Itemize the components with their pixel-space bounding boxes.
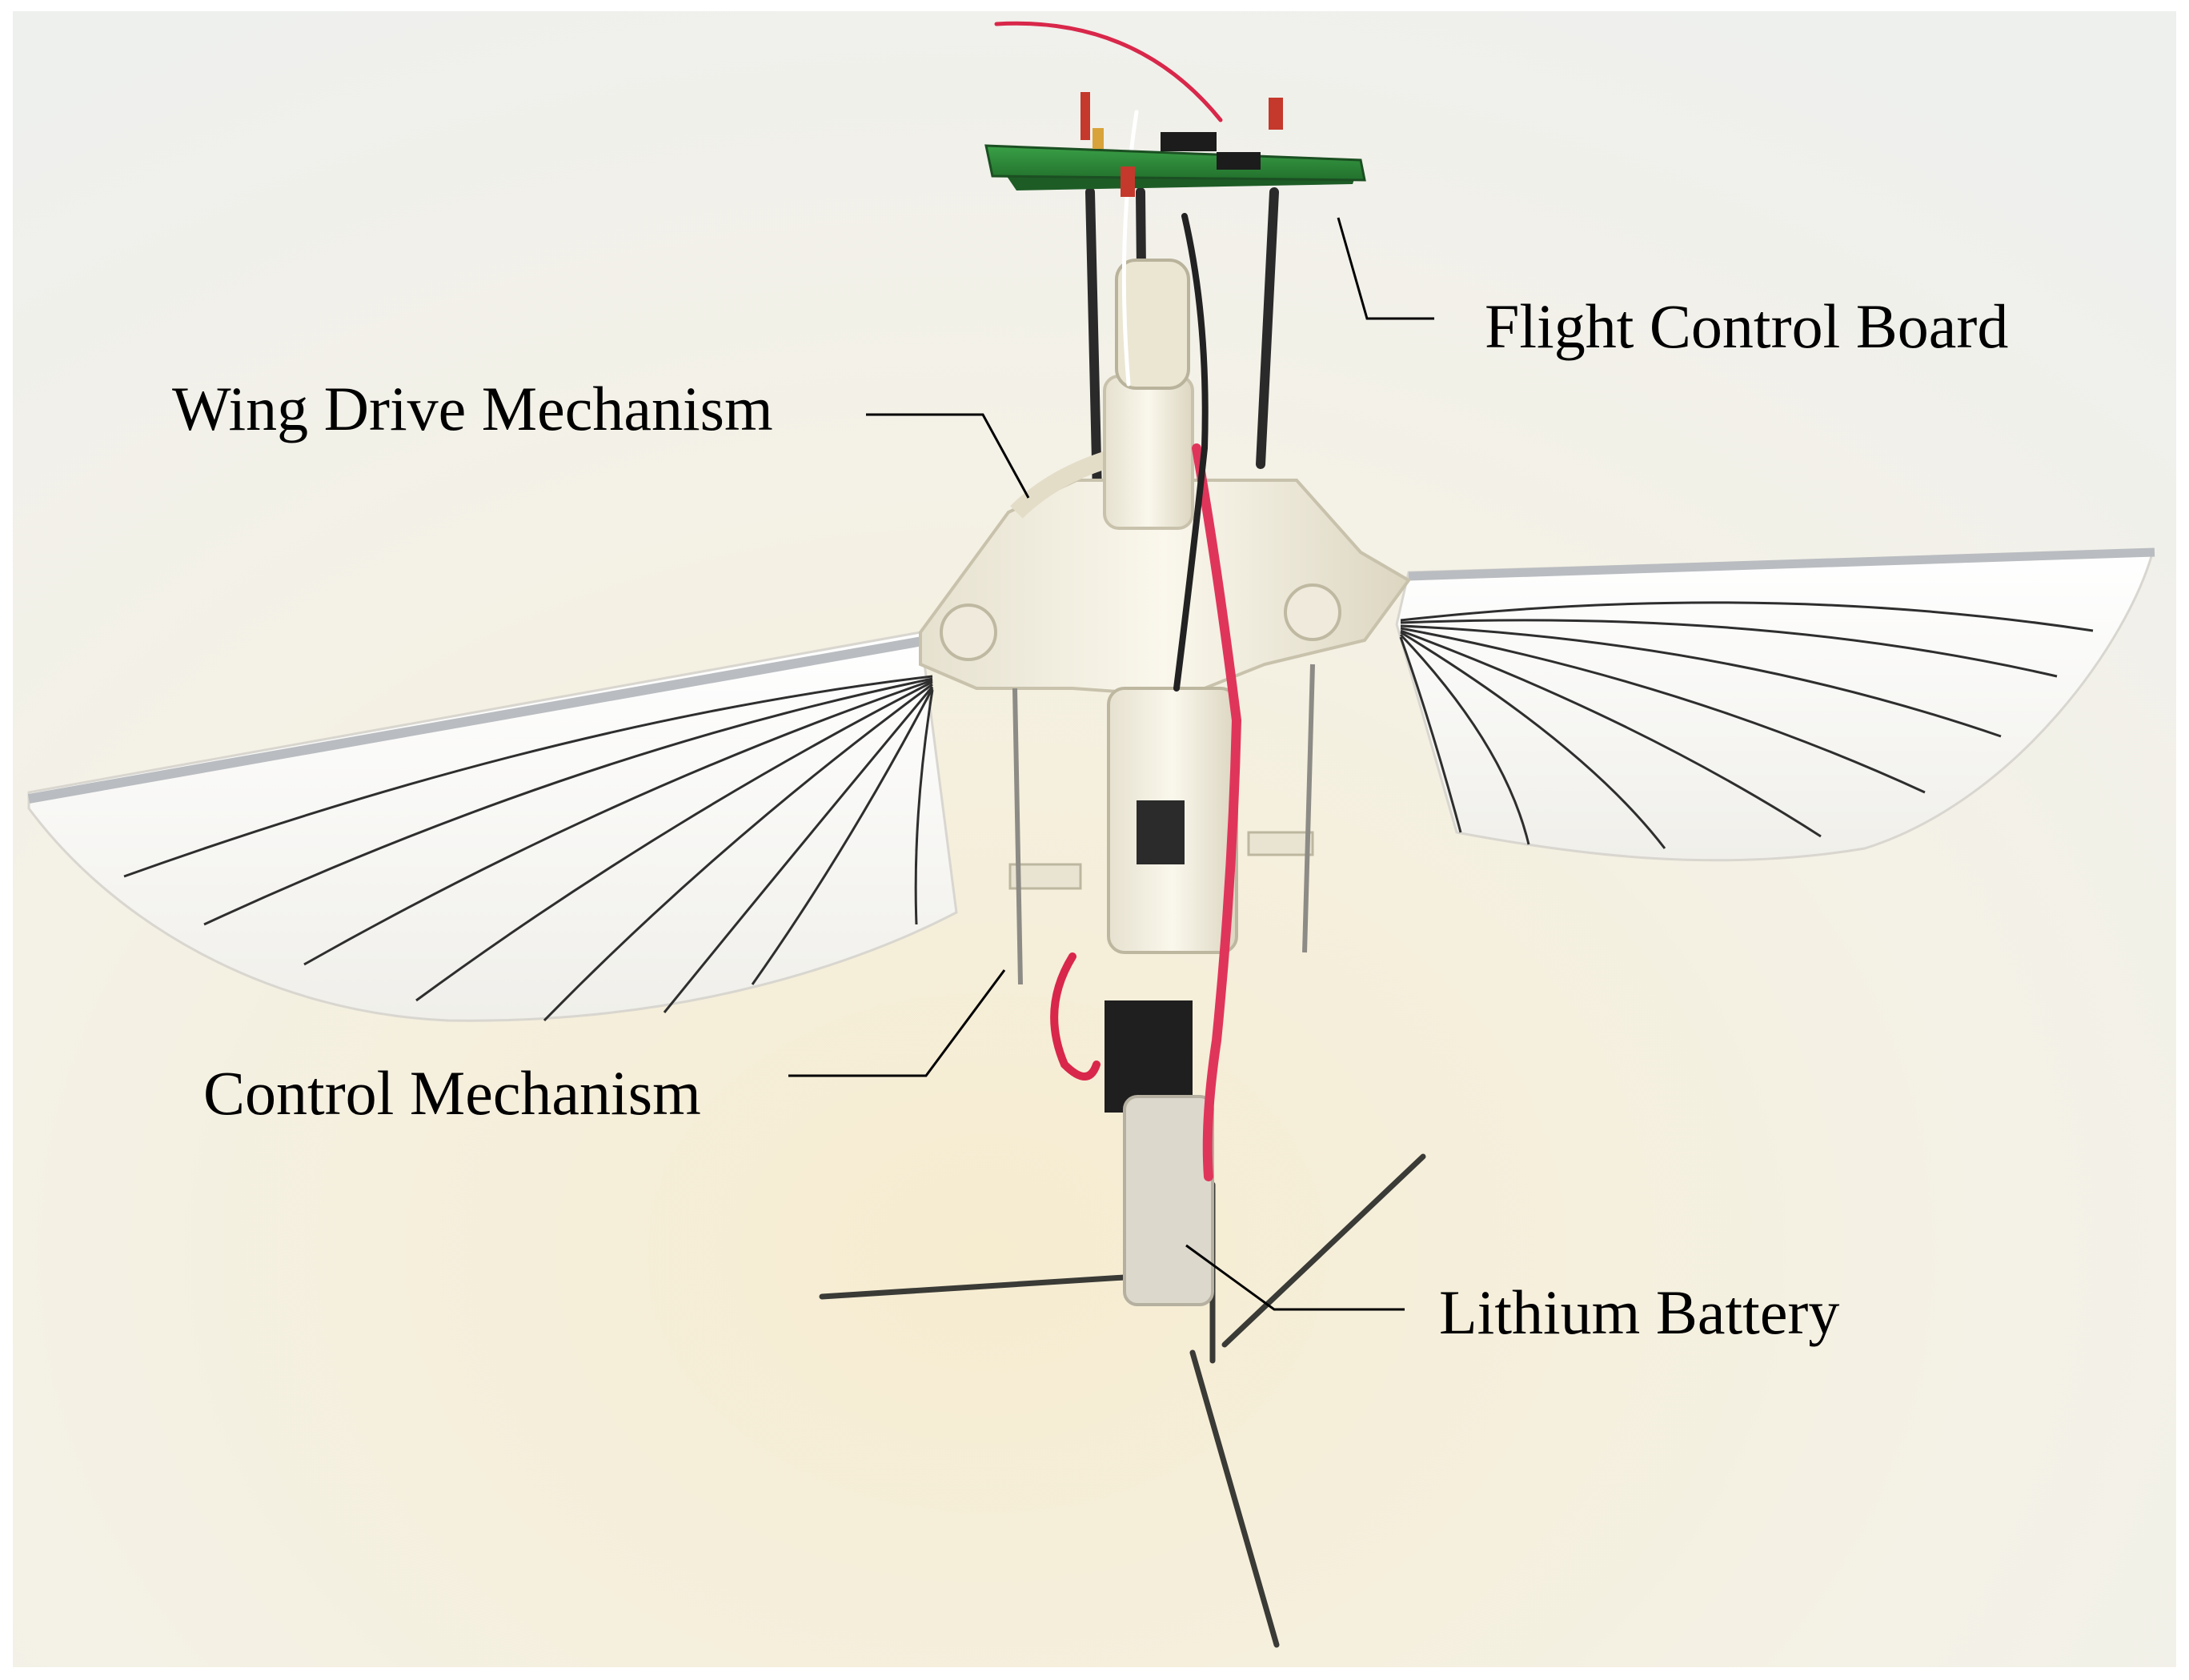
label-flight-control-board: Flight Control Board: [1485, 291, 2009, 361]
right-wing: [1395, 547, 2155, 862]
leader-flight-control: [1337, 217, 1434, 320]
label-control-mechanism: Control Mechanism: [203, 1058, 701, 1128]
label-lithium-battery: Lithium Battery: [1439, 1277, 1840, 1347]
leader-control: [788, 969, 1006, 1077]
leader-wing-drive: [866, 413, 1030, 499]
leader-battery: [1185, 1244, 1405, 1311]
wing-drive-frame: [919, 259, 1411, 699]
control-mechanism-body: [1008, 664, 1315, 985]
left-wing: [27, 631, 958, 1022]
battery-pack: [1105, 1000, 1214, 1306]
flight-control-board: [984, 92, 1366, 197]
wires: [994, 21, 1242, 1181]
leader-lines: [788, 217, 1434, 1311]
label-wing-drive-mechanism: Wing Drive Mechanism: [172, 374, 773, 443]
